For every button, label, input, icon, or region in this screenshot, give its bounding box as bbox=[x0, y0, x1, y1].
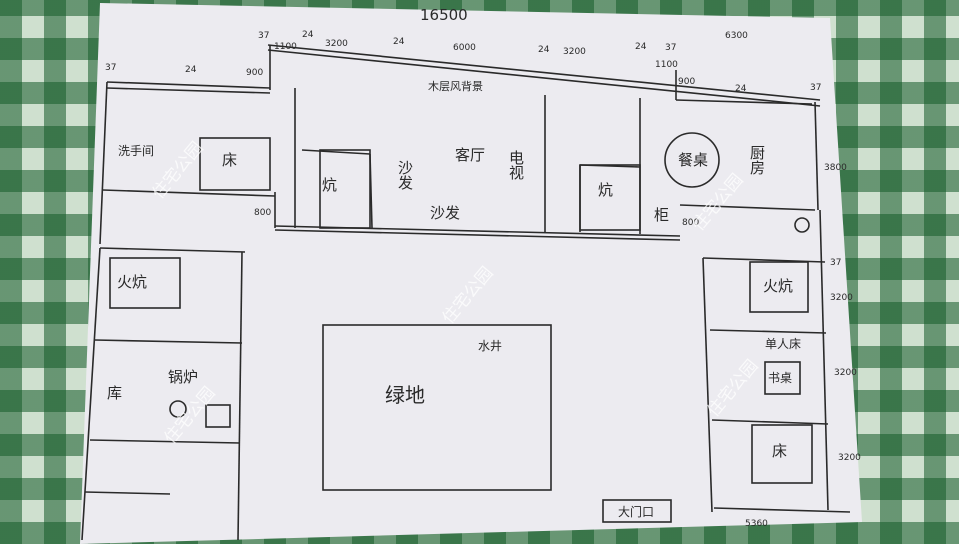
d1100b-label: 1100 bbox=[655, 60, 678, 70]
wall-line bbox=[84, 491, 171, 495]
d24b-label: 24 bbox=[185, 65, 197, 75]
fire-kang-right-label: 火炕 bbox=[763, 277, 793, 295]
wall-line bbox=[274, 229, 681, 241]
d24d-label: 24 bbox=[538, 45, 550, 55]
kitchen-label: 厨房 bbox=[748, 145, 766, 175]
single-bed-label: 单人床 bbox=[765, 337, 801, 351]
wall-line bbox=[106, 81, 271, 89]
kang-top-label: 炕 bbox=[322, 176, 337, 194]
wall-line bbox=[711, 419, 829, 425]
wall-line bbox=[99, 81, 108, 245]
d37b-label: 37 bbox=[105, 63, 116, 73]
background-wall-label: 木层风背景 bbox=[428, 79, 483, 93]
fixture-shape bbox=[169, 400, 187, 418]
wall-line bbox=[99, 247, 246, 253]
well-label: 水井 bbox=[478, 339, 502, 353]
main-gate-label: 大门口 bbox=[618, 504, 654, 519]
d3200d-label: 3200 bbox=[834, 368, 857, 378]
d900a-label: 900 bbox=[246, 68, 263, 78]
d3200b-label: 3200 bbox=[563, 47, 586, 57]
fixture-shape bbox=[794, 217, 810, 233]
fixture-shape bbox=[751, 424, 813, 484]
wall-line bbox=[102, 189, 276, 197]
wall-line bbox=[814, 101, 819, 211]
paper-sheet bbox=[80, 3, 862, 544]
d800a-label: 800 bbox=[254, 208, 271, 218]
wall-line bbox=[81, 247, 101, 541]
d37d-label: 37 bbox=[810, 83, 821, 93]
wall-line bbox=[267, 49, 821, 107]
d37e-label: 37 bbox=[830, 258, 841, 268]
bed-top-left-label: 床 bbox=[222, 151, 237, 169]
walls bbox=[81, 44, 851, 541]
wall-line bbox=[94, 339, 243, 344]
wall-line bbox=[267, 44, 821, 101]
d37c-label: 37 bbox=[665, 43, 676, 53]
wall-line bbox=[237, 251, 243, 541]
wall-line bbox=[675, 99, 813, 105]
wall-line bbox=[819, 209, 829, 511]
fixture-shape bbox=[602, 499, 672, 523]
wall-line bbox=[713, 507, 851, 513]
d24a-label: 24 bbox=[302, 30, 314, 40]
dimension-labels: 16500 6300 37 37 37 37 37 24 24 24 24 24… bbox=[105, 6, 861, 529]
tv-label: 电视 bbox=[507, 150, 525, 181]
boiler-label: 锅炉 bbox=[168, 368, 198, 386]
sofa-bottom-label: 沙发 bbox=[430, 204, 460, 222]
d3800-label: 3800 bbox=[824, 163, 847, 173]
d900b-label: 900 bbox=[678, 77, 695, 87]
d24c-label: 24 bbox=[393, 37, 405, 47]
d3200c-label: 3200 bbox=[830, 293, 853, 303]
wall-line bbox=[679, 204, 816, 211]
d3200a-label: 3200 bbox=[325, 39, 348, 49]
fixture-shape bbox=[319, 149, 371, 229]
d3200e-label: 3200 bbox=[838, 453, 861, 463]
d6000-label: 6000 bbox=[453, 43, 476, 53]
d24e-label: 24 bbox=[635, 42, 647, 52]
right-width-label: 6300 bbox=[725, 31, 748, 41]
wall-line bbox=[106, 87, 271, 94]
kang-mid-label: 炕 bbox=[598, 181, 613, 199]
d1100a-label: 1100 bbox=[274, 42, 297, 52]
green-area-label: 绿地 bbox=[385, 383, 425, 407]
cabinet-label: 柜 bbox=[654, 206, 669, 224]
fixture-shape bbox=[205, 404, 231, 428]
d37a-label: 37 bbox=[258, 31, 269, 41]
d24f-label: 24 bbox=[735, 84, 747, 94]
d800b-label: 800 bbox=[682, 218, 699, 228]
storage-label: 库 bbox=[107, 384, 122, 402]
wall-line bbox=[89, 439, 241, 444]
fixture-shape bbox=[764, 361, 801, 395]
wall-line bbox=[702, 257, 713, 513]
room-labels: 洗手间 床 炕 木层风背景 沙发 客厅 沙发 电视 炕 餐桌 厨房 柜 火炕 库… bbox=[107, 79, 801, 519]
wall-line bbox=[301, 149, 371, 155]
sofa-left-label: 沙发 bbox=[396, 160, 414, 190]
fire-kang-left-label: 火炕 bbox=[117, 273, 147, 291]
wall-line bbox=[709, 329, 827, 334]
washroom-label: 洗手间 bbox=[118, 144, 154, 158]
fixture-shape bbox=[109, 257, 181, 309]
dining-table-shape bbox=[664, 132, 720, 188]
total-width-label: 16500 bbox=[420, 6, 468, 24]
fixture-shape bbox=[579, 164, 641, 231]
desk-label: 书桌 bbox=[768, 371, 792, 385]
fixture-shape bbox=[749, 261, 809, 313]
bed-right-label: 床 bbox=[772, 442, 787, 460]
fixture-shape bbox=[199, 137, 271, 191]
dining-table-label: 餐桌 bbox=[678, 151, 708, 169]
living-room-label: 客厅 bbox=[455, 146, 485, 164]
green-area-box bbox=[322, 324, 552, 491]
d5360-label: 5360 bbox=[745, 519, 768, 529]
